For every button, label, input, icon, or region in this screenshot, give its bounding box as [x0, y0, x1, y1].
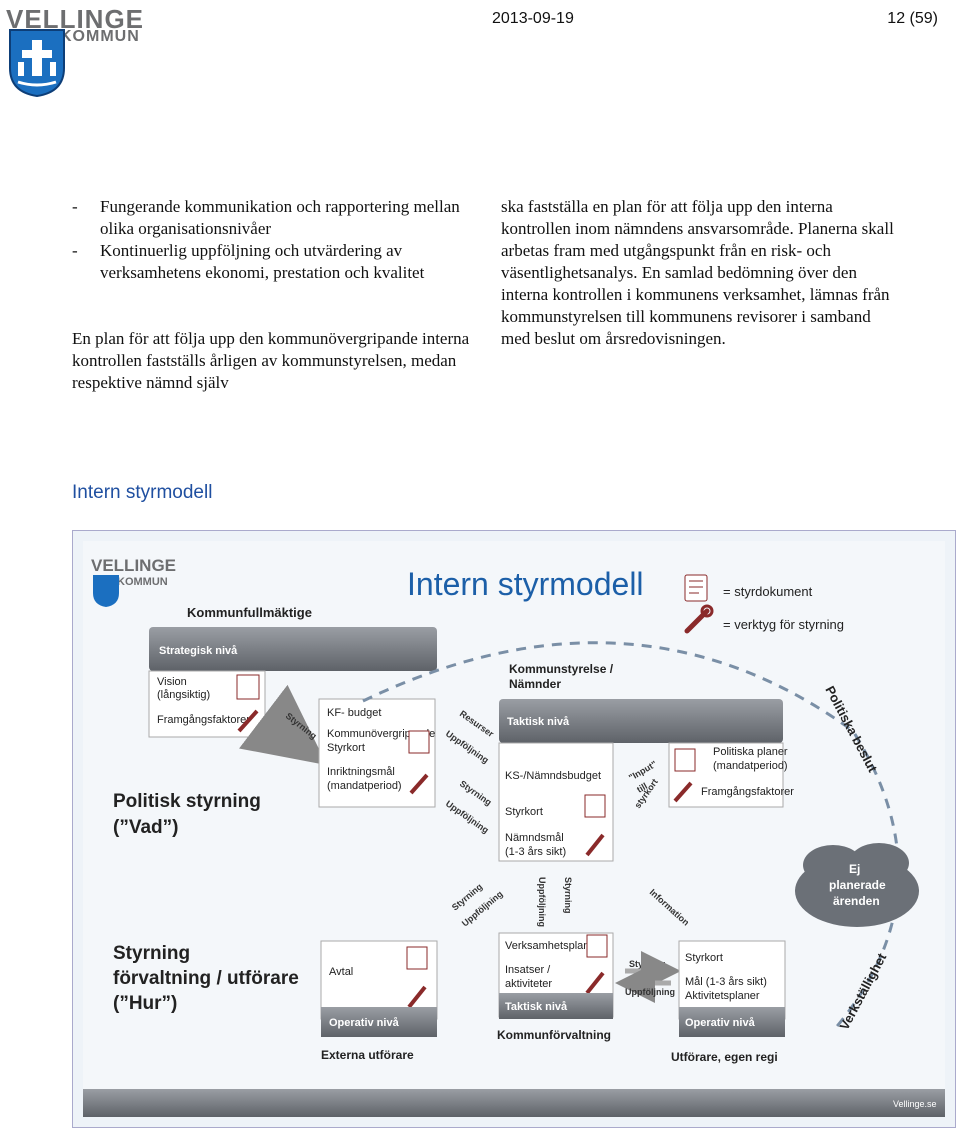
text-mal: Mål (1-3 års sikt) — [685, 976, 767, 988]
tool-icon — [409, 773, 429, 795]
tool-icon — [585, 971, 605, 995]
label-uppfoljning-5: Uppföljning — [625, 987, 675, 997]
arrow-styrning — [239, 684, 327, 766]
label-operativ-niva-2: Operativ nivå — [685, 1017, 756, 1029]
cloud-ej-planerade — [795, 843, 919, 927]
text-mandatperiod: (mandatperiod) — [327, 780, 402, 792]
dashed-cycle — [362, 641, 900, 1032]
label-taktisk-niva-2: Taktisk nivå — [505, 1001, 568, 1013]
left-column: - Fungerande kommunikation och rapporter… — [72, 196, 472, 394]
header-date: 2013-09-19 — [492, 10, 574, 27]
text-verksamhetsplan: Verksamhetsplan — [505, 940, 589, 952]
label-hur: (”Hur”) — [113, 993, 177, 1014]
taktisk-bar-2 — [499, 993, 613, 1019]
bullet-list: - Fungerande kommunikation och rapporter… — [72, 196, 472, 284]
tool-icon — [407, 985, 427, 1009]
styrdokument-icon — [406, 946, 428, 970]
text-politiska-planer-sub: (mandatperiod) — [713, 760, 788, 772]
text-kf-budget: KF- budget — [327, 707, 381, 719]
text-vision-sub: (långsiktig) — [157, 689, 210, 701]
text-styrkort: Styrkort — [505, 806, 543, 818]
legend-styrdokument: = styrdokument — [723, 584, 813, 599]
header-page-number: 12 (59) — [887, 10, 938, 27]
label-externa-utforare: Externa utförare — [321, 1048, 414, 1062]
tool-icon — [673, 781, 693, 803]
text-framgangsfaktorer-2: Framgångsfaktorer — [701, 786, 794, 798]
styrdokument-icon — [674, 748, 696, 772]
diagram-logo-line1: VELLINGE — [91, 556, 176, 575]
text-namndsmal: Nämndsmål — [505, 832, 564, 844]
label-uppfoljning-4: Uppföljning — [537, 877, 547, 927]
list-item: - Fungerande kommunikation och rapporter… — [72, 197, 460, 238]
text-ks-budget: KS-/Nämndsbudget — [505, 770, 601, 782]
section-title: Intern styrmodell — [72, 482, 213, 503]
diagram-logo-line2: KOMMUN — [117, 576, 168, 588]
diagram-title: Intern styrmodell — [407, 566, 644, 602]
tool-icon — [585, 833, 605, 857]
operativ-bar-1 — [321, 1007, 437, 1037]
text-namndsmal-sikt: (1-3 års sikt) — [505, 846, 566, 858]
label-vad: (”Vad”) — [113, 817, 178, 838]
taktisk-niva-bar — [499, 699, 783, 743]
label-kommunfullmaktige: Kommunfullmäktige — [187, 605, 312, 620]
text-arenden: ärenden — [833, 894, 880, 908]
label-styrning-forvaltning: Styrning — [113, 943, 190, 964]
logo-line2: KOMMUN — [60, 28, 140, 45]
text-politiska-planer: Politiska planer — [713, 746, 788, 758]
styrdokument-icon — [408, 730, 430, 754]
diagram-coat-of-arms-icon — [93, 575, 119, 607]
label-kommunstyrelse: Kommunstyrelse / — [509, 662, 614, 676]
label-strategisk-niva: Strategisk nivå — [159, 645, 238, 657]
coat-of-arms-icon — [9, 29, 65, 98]
diagram-footer-bar — [83, 1089, 945, 1117]
right-paragraph: ska fastställa en plan för att följa upp… — [501, 197, 894, 348]
text-styrkort-kf: Styrkort — [327, 742, 365, 754]
text-avtal: Avtal — [329, 966, 353, 978]
text-aktivitetsplaner: Aktivitetsplaner — [685, 990, 760, 1002]
styrdokument-icon — [584, 794, 606, 818]
diagram-footer-text: Vellinge.se — [893, 1099, 937, 1109]
text-ej: Ej — [849, 862, 860, 876]
label-namnder: Nämnder — [509, 677, 561, 691]
label-till: till — [635, 781, 649, 795]
label-forvaltning-utforare: förvaltning / utförare — [113, 968, 299, 989]
text-planerade: planerade — [829, 878, 886, 892]
text-kommunovergripande: Kommunövergripande — [327, 728, 435, 740]
operativ-bar-2 — [679, 1007, 785, 1037]
legend-tool-icon — [684, 604, 714, 634]
text-framgangsfaktorer: Framgångsfaktorer — [157, 714, 250, 726]
label-politisk-styrning: Politisk styrning — [113, 791, 261, 812]
text-styrkort-2: Styrkort — [685, 952, 723, 964]
label-utforare-egen-regi: Utförare, egen regi — [671, 1050, 778, 1064]
box-styrkort-mal — [678, 940, 786, 1020]
text-insatser: Insatser / — [505, 964, 551, 976]
label-taktisk-niva: Taktisk nivå — [507, 716, 570, 728]
vellinge-logo: VELLINGE KOMMUN — [6, 4, 166, 98]
left-paragraph: En plan för att följa upp den kommunöver… — [72, 329, 470, 392]
label-styrning-4: Styrning — [563, 877, 573, 914]
legend-verktyg: = verktyg för styrning — [723, 617, 844, 632]
legend-styrdokument-icon — [684, 574, 708, 602]
text-aktiviteter: aktiviteter — [505, 978, 552, 990]
label-operativ-niva-1: Operativ nivå — [329, 1017, 400, 1029]
styrdokument-icon — [236, 674, 260, 700]
intern-styrmodell-diagram: VELLINGE KOMMUN Intern styrmodell = styr… — [72, 530, 956, 1128]
styrdokument-icon — [586, 934, 608, 958]
text-vision: Vision — [157, 676, 187, 688]
list-item: - Kontinuerlig uppföljning och utvärderi… — [72, 241, 425, 282]
label-styrning-5: Styrning — [629, 959, 666, 969]
label-kommunforvaltning: Kommunförvaltning — [497, 1028, 611, 1042]
text-inriktningsmal: Inriktningsmål — [327, 766, 395, 778]
strategisk-niva-bar — [149, 627, 437, 671]
